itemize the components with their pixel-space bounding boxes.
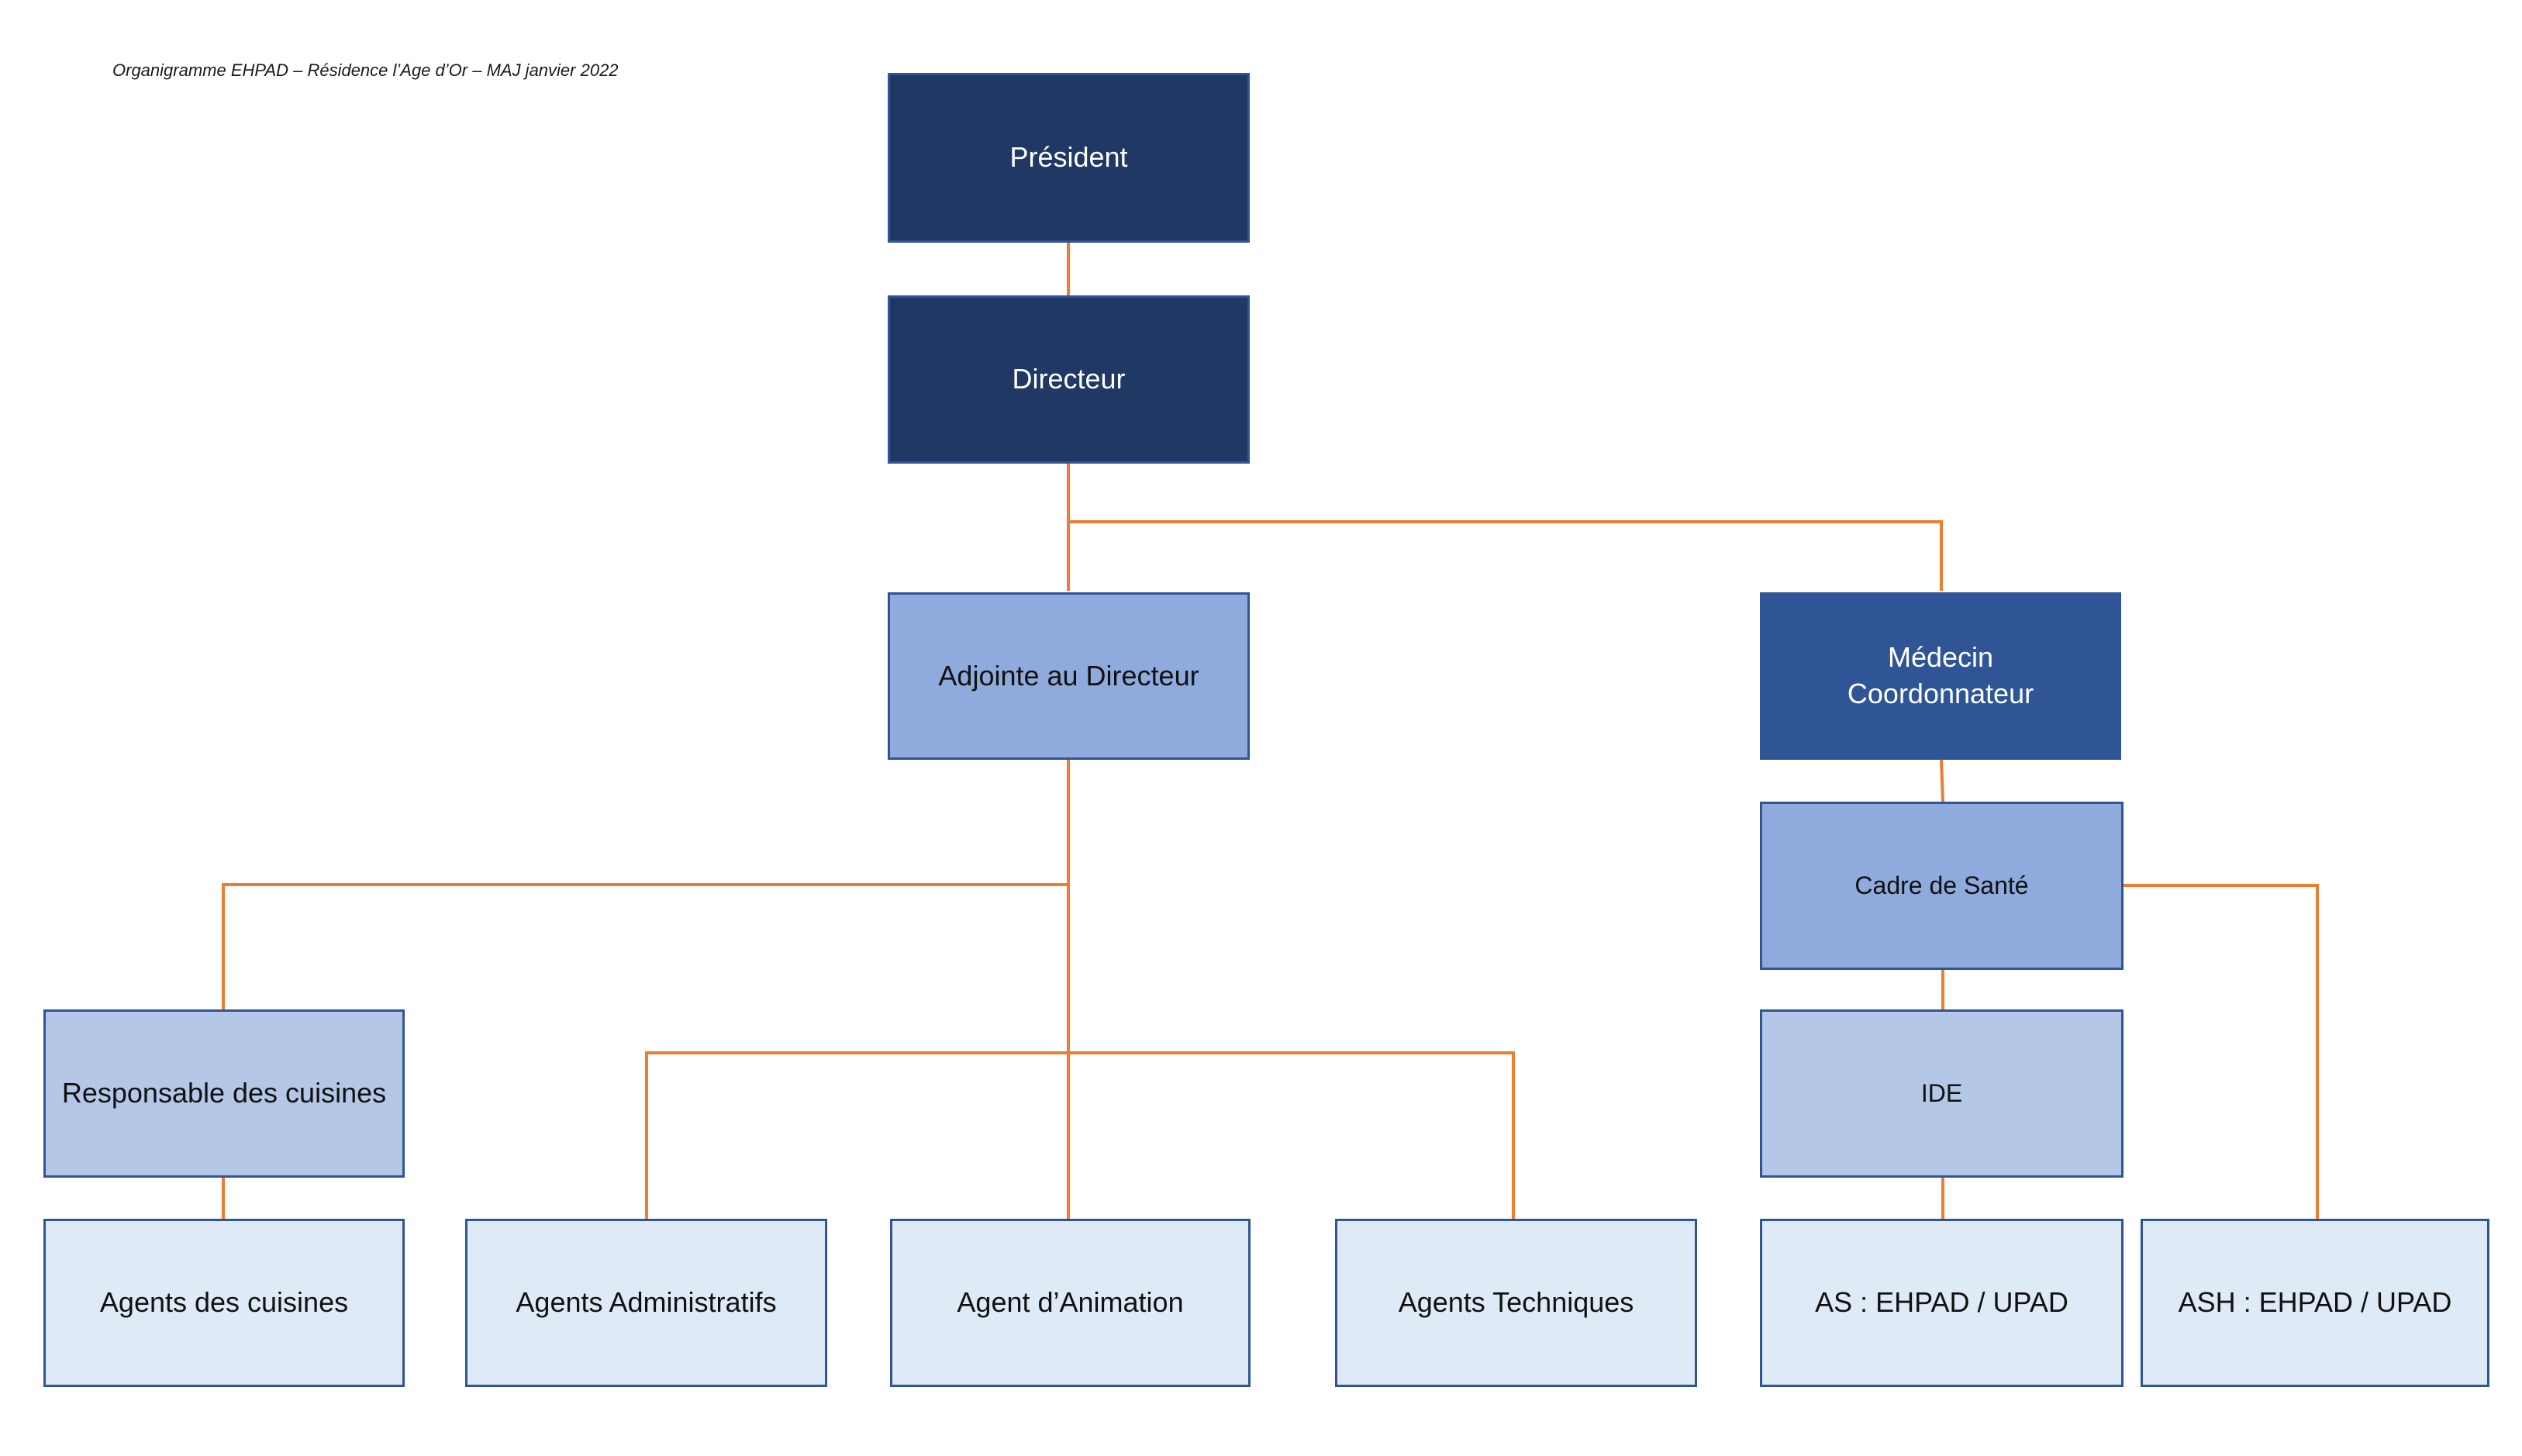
node-agents-techniques: Agents Techniques (1335, 1219, 1697, 1387)
node-president: Président (888, 73, 1250, 243)
node-agent-animation-label: Agent d’Animation (957, 1286, 1184, 1319)
diagram-caption: Organigramme EHPAD – Résidence l’Age d’O… (112, 60, 619, 80)
connector-medecin-cadre (1940, 759, 1944, 802)
connector-directeur-branch (1067, 464, 1943, 591)
node-agents-techniques-label: Agents Techniques (1398, 1286, 1634, 1319)
node-medecin: Médecin Coordonnateur (1760, 592, 2121, 760)
node-ide-label: IDE (1920, 1078, 1963, 1107)
node-directeur-label: Directeur (1012, 363, 1126, 395)
node-directeur: Directeur (888, 295, 1250, 464)
connector-cadre-ash (2124, 884, 2319, 1219)
node-agents-cuisines-label: Agents des cuisines (99, 1286, 349, 1319)
node-responsable-cuisines-label: Responsable des cuisines (61, 1077, 387, 1109)
node-medecin-label: Médecin Coordonnateur (1847, 641, 2034, 709)
node-as-ehpad-upad: AS : EHPAD / UPAD (1760, 1219, 2124, 1387)
node-as-ehpad-upad-label: AS : EHPAD / UPAD (1815, 1286, 2068, 1319)
node-ash-ehpad-upad-label: ASH : EHPAD / UPAD (2178, 1286, 2452, 1319)
node-cadre-sante-label: Cadre de Santé (1854, 871, 2029, 899)
node-ide: IDE (1760, 1009, 2124, 1178)
node-agents-administratifs-label: Agents Administratifs (516, 1286, 777, 1319)
node-adjointe-label: Adjointe au Directeur (938, 659, 1199, 692)
node-agents-cuisines: Agents des cuisines (43, 1219, 405, 1387)
node-ash-ehpad-upad: ASH : EHPAD / UPAD (2141, 1219, 2489, 1387)
connector-adjointe-cuisines (222, 883, 1068, 1009)
node-adjointe: Adjointe au Directeur (888, 592, 1250, 760)
node-agents-administratifs: Agents Administratifs (465, 1219, 827, 1387)
node-cadre-sante: Cadre de Santé (1760, 802, 2124, 970)
connector-adjointe-agents (645, 1051, 1515, 1219)
node-agent-animation: Agent d’Animation (890, 1219, 1251, 1387)
node-responsable-cuisines: Responsable des cuisines (43, 1009, 405, 1178)
node-president-label: Président (1009, 141, 1128, 174)
